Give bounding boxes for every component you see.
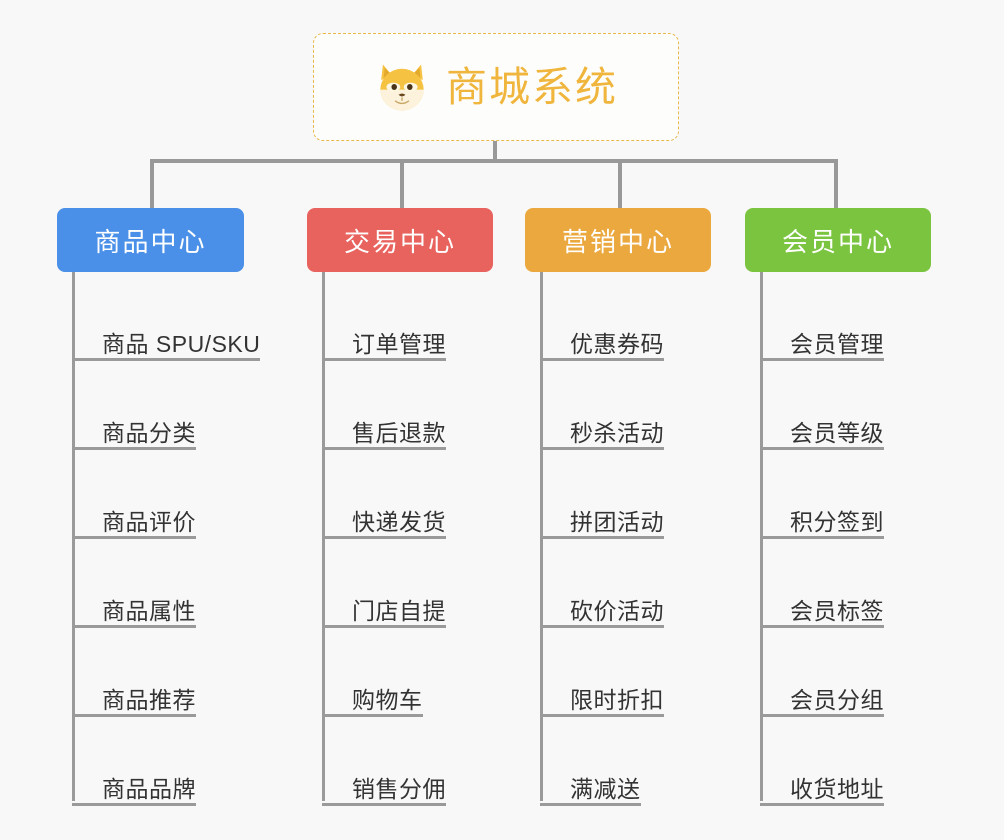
list-item[interactable]: 会员分组 (760, 628, 931, 717)
leaf-label: 商品 SPU/SKU (102, 330, 261, 357)
root-node[interactable]: 商城系统 (313, 33, 679, 141)
leaf-label: 订单管理 (352, 330, 446, 357)
leaf-rule (760, 358, 884, 361)
leaf-rule (760, 447, 884, 450)
leaf-label: 秒杀活动 (570, 419, 664, 446)
leaf-label: 销售分佣 (352, 775, 446, 802)
category-header-marketing-center[interactable]: 营销中心 (525, 208, 711, 272)
category-column-trade-center: 交易中心 订单管理 售后退款 快递发货 门店自提 购物车 销售分佣 (307, 208, 493, 806)
leaf-label: 快递发货 (352, 508, 446, 535)
leaf-label: 拼团活动 (570, 508, 664, 535)
leaf-label: 积分签到 (790, 508, 884, 535)
list-item[interactable]: 优惠券码 (540, 272, 711, 361)
list-item[interactable]: 满减送 (540, 717, 711, 806)
list-item[interactable]: 售后退款 (322, 361, 493, 450)
list-item[interactable]: 收货地址 (760, 717, 931, 806)
leaf-label: 购物车 (352, 686, 423, 713)
leaf-label: 优惠券码 (570, 330, 664, 357)
list-item[interactable]: 会员管理 (760, 272, 931, 361)
leaf-rule (72, 625, 196, 628)
leaf-label: 商品评价 (102, 508, 196, 535)
leaf-rule (322, 536, 446, 539)
category-header-label: 商品中心 (94, 226, 207, 257)
list-item[interactable]: 秒杀活动 (540, 361, 711, 450)
list-item[interactable]: 限时折扣 (540, 628, 711, 717)
leaf-rule (322, 803, 446, 806)
branch-product-center: 商品 SPU/SKU 商品分类 商品评价 商品属性 商品推荐 商品品牌 (72, 272, 261, 806)
leaf-label: 会员标签 (790, 597, 884, 624)
category-header-member-center[interactable]: 会员中心 (745, 208, 931, 272)
shiba-dog-face-icon (380, 64, 424, 111)
leaf-rule (72, 714, 196, 717)
leaf-label: 限时折扣 (570, 686, 664, 713)
leaf-rule (322, 358, 446, 361)
category-column-product-center: 商品中心 商品 SPU/SKU 商品分类 商品评价 商品属性 商品推荐 商品品牌 (57, 208, 261, 806)
leaf-label: 商品分类 (102, 419, 196, 446)
branch-member-center: 会员管理 会员等级 积分签到 会员标签 会员分组 收货地址 (760, 272, 931, 806)
list-item[interactable]: 砍价活动 (540, 539, 711, 628)
leaf-rule (760, 536, 884, 539)
leaf-label: 商品属性 (102, 597, 196, 624)
leaf-label: 商品品牌 (102, 775, 196, 802)
list-item[interactable]: 会员标签 (760, 539, 931, 628)
leaf-rule (540, 714, 664, 717)
category-column-member-center: 会员中心 会员管理 会员等级 积分签到 会员标签 会员分组 收货地址 (745, 208, 931, 806)
category-column-marketing-center: 营销中心 优惠券码 秒杀活动 拼团活动 砍价活动 限时折扣 满减送 (525, 208, 711, 806)
leaf-rule (760, 714, 884, 717)
leaf-rule (760, 803, 884, 806)
category-header-trade-center[interactable]: 交易中心 (307, 208, 493, 272)
leaf-rule (72, 536, 196, 539)
category-header-label: 交易中心 (343, 226, 456, 257)
leaf-rule (540, 625, 664, 628)
leaf-rule (322, 714, 423, 717)
leaf-label: 会员分组 (790, 686, 884, 713)
leaf-rule (760, 625, 884, 628)
leaf-label: 收货地址 (790, 775, 884, 802)
leaf-rule (322, 447, 446, 450)
connector-bus (150, 159, 838, 163)
leaf-rule (72, 803, 196, 806)
list-item[interactable]: 销售分佣 (322, 717, 493, 806)
leaf-label: 商品推荐 (102, 686, 196, 713)
connector-drop-1 (150, 159, 154, 209)
list-item[interactable]: 门店自提 (322, 539, 493, 628)
list-item[interactable]: 商品品牌 (72, 717, 260, 806)
category-header-product-center[interactable]: 商品中心 (57, 208, 244, 272)
list-item[interactable]: 快递发货 (322, 450, 493, 539)
branch-marketing-center: 优惠券码 秒杀活动 拼团活动 砍价活动 限时折扣 满减送 (540, 272, 711, 806)
leaf-label: 门店自提 (352, 597, 446, 624)
connector-drop-4 (834, 159, 838, 209)
list-item[interactable]: 会员等级 (760, 361, 931, 450)
list-item[interactable]: 商品推荐 (72, 628, 260, 717)
branch-trade-center: 订单管理 售后退款 快递发货 门店自提 购物车 销售分佣 (322, 272, 493, 806)
leaf-label: 售后退款 (352, 419, 446, 446)
leaf-label: 会员管理 (790, 330, 884, 357)
connector-drop-2 (400, 159, 404, 209)
leaf-rule (72, 358, 261, 361)
leaf-rule (540, 358, 664, 361)
list-item[interactable]: 商品评价 (72, 450, 260, 539)
leaf-rule (322, 625, 446, 628)
list-item[interactable]: 拼团活动 (540, 450, 711, 539)
leaf-rule (540, 803, 641, 806)
connector-stem (493, 141, 497, 162)
list-item[interactable]: 商品属性 (72, 539, 260, 628)
list-item[interactable]: 购物车 (322, 628, 493, 717)
list-item[interactable]: 积分签到 (760, 450, 931, 539)
list-item[interactable]: 商品分类 (72, 361, 260, 450)
leaf-label: 砍价活动 (570, 597, 664, 624)
root-title: 商城系统 (446, 63, 618, 110)
leaf-rule (540, 536, 664, 539)
leaf-label: 满减送 (570, 775, 641, 802)
connector-drop-3 (618, 159, 622, 209)
list-item[interactable]: 商品 SPU/SKU (72, 272, 261, 361)
leaf-rule (540, 447, 664, 450)
list-item[interactable]: 订单管理 (322, 272, 493, 361)
category-header-label: 会员中心 (781, 226, 894, 257)
leaf-rule (72, 447, 196, 450)
category-header-label: 营销中心 (561, 226, 674, 257)
leaf-label: 会员等级 (790, 419, 884, 446)
